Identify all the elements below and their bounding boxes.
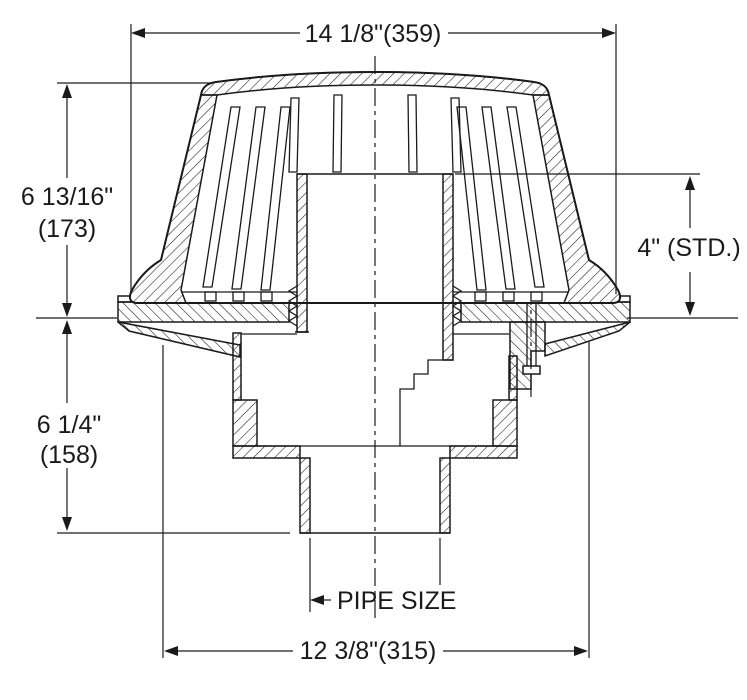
body-height-label-mm: (158) [40, 441, 98, 469]
body-height-label-in: 6 1/4" [37, 411, 101, 439]
rib-feet [204, 291, 543, 302]
outlet-tube-wall-left [299, 457, 311, 534]
dome-height-label-mm: (173) [38, 215, 96, 243]
thread-right [451, 285, 463, 327]
under-deck-clamp [509, 287, 546, 397]
body-shelf-left [232, 445, 301, 459]
dimension-outlet-standard: 4" (STD.) [455, 173, 741, 316]
standpipe-wall-left [296, 173, 308, 333]
outlet-standard-label: 4" (STD.) [637, 234, 740, 262]
standpipe-wall-right [442, 173, 454, 361]
strainer-slots [202, 94, 545, 291]
internal-step-detail [399, 359, 453, 446]
body-step-left [232, 399, 258, 447]
drain-body [232, 287, 546, 534]
dome-wall-right [532, 94, 621, 304]
flange-band-right [460, 301, 631, 323]
dimension-overall-width: 14 1/8"(359) [130, 20, 617, 294]
overall-width-label: 14 1/8"(359) [305, 20, 442, 48]
dimension-body-height: 6 1/4" (158) [37, 320, 290, 534]
pipe-size-label: PIPE SIZE [337, 587, 456, 615]
dome-top-band [200, 71, 550, 96]
body-shelf-right [449, 445, 518, 459]
dimension-bolt-circle: 12 3/8"(315) [162, 342, 590, 665]
dome-height-label-in: 6 13/16" [21, 183, 113, 211]
flange-slope-left [117, 321, 241, 358]
standpipe [287, 173, 463, 446]
flange-slope-right [544, 321, 631, 358]
body-wall-left [232, 332, 242, 401]
thread-left [287, 285, 299, 327]
bolt-circle-label: 12 3/8"(315) [300, 637, 437, 665]
dimension-pipe-size: PIPE SIZE [309, 538, 456, 615]
flange-band-left [117, 301, 290, 323]
dimension-dome-height: 6 13/16" (173) [21, 82, 214, 317]
body-step-right [492, 399, 518, 447]
outlet-tube-wall-right [439, 457, 451, 534]
